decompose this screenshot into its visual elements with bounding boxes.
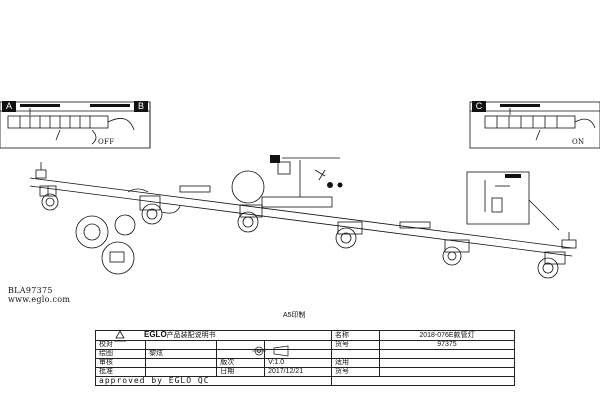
item-no-value: 97375 [378, 340, 516, 350]
item-no2-label: 货号 [331, 367, 380, 377]
check-label: 校对 [95, 340, 146, 350]
item-no-label: 货号 [331, 340, 380, 350]
panel-c-frame [469, 101, 600, 149]
panel-a-frame [0, 101, 151, 149]
version-value: V:1.0 [264, 358, 333, 368]
product-code: BLA97375 [8, 286, 53, 295]
applicable-label: 适用 [331, 358, 380, 368]
panel-a-letter: A [2, 101, 16, 112]
switch-on-label: ON [572, 138, 585, 146]
drawn-value: 黎炫 [144, 349, 218, 359]
name-label: 名称 [331, 330, 380, 341]
drawn-label: 绘图 [95, 349, 146, 359]
page-format: A5印制 [283, 312, 306, 319]
approve-label: 批准 [95, 367, 146, 377]
name-value: 2018-076E款管灯 [378, 330, 516, 341]
panel-c-letter: C [472, 101, 486, 112]
panel-b-letter: B [134, 101, 148, 112]
doc-title: 产品装配说明书 [166, 332, 216, 339]
approved-by: approved by EGLO QC [94, 376, 333, 386]
version-label: 版次 [216, 358, 266, 368]
date-value: 2017/12/21 [264, 367, 333, 377]
projection-symbol-icon [252, 345, 289, 357]
switch-off-label: OFF [98, 138, 115, 146]
title-block: EGLO产品装配说明书 名称 2018-076E款管灯 校对 货号 97375 … [94, 330, 516, 386]
brand-name: EGLO [144, 330, 167, 339]
review-label: 审核 [95, 358, 146, 368]
website: www.eglo.com [8, 295, 71, 304]
date-label: 日期 [216, 367, 266, 377]
